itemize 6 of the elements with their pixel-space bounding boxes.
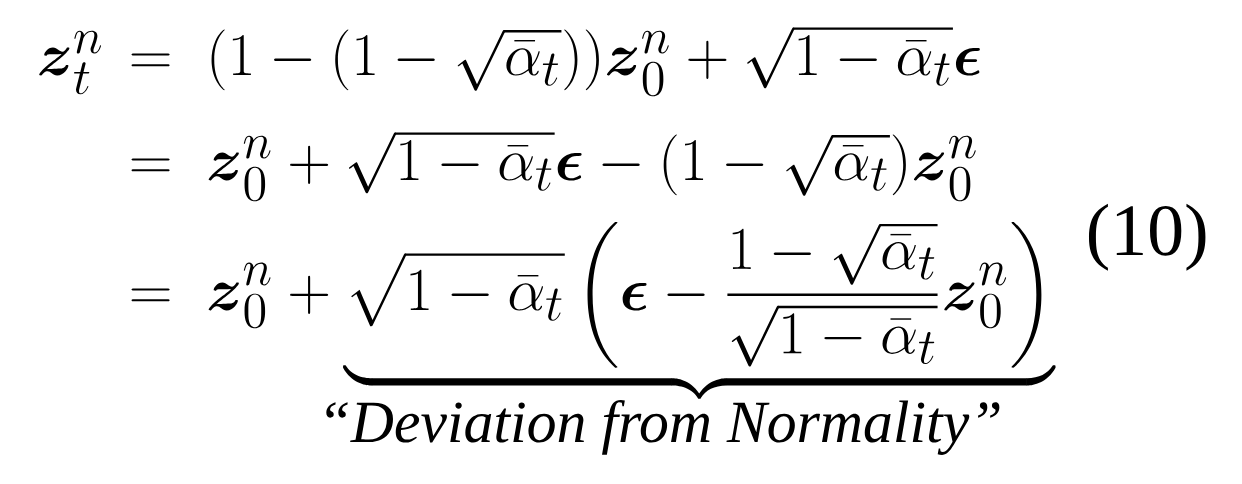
equation-line: $=\;(1-(1-\sqrt{\bar{\alpha}_t}))\boldsymbol{z}_0^n+\sqrt{1-\bar{\alpha}_t}\boldsymbol{\epsilon}$ (131, 27, 980, 97)
equation-line: $=\;\boldsymbol{z}_0^n+\underbrace{\sqrt{1-\bar{\alpha}_t}\left(\boldsymbol{\epsilon}-\frac{1-\sqrt{\bar{\alpha}_t}}{\sqrt{1-\bar{\alpha}_t}}\boldsymbol{z}_0^n\right)}$ (131, 221, 1056, 399)
brace-caption: “Deviation from Normality” (326, 399, 1000, 455)
equation-line: $=\;\boldsymbol{z}_0^n+\sqrt{1-\bar{\alpha}_t}\boldsymbol{\epsilon}-(1-\sqrt{\bar{\alpha}_t})\boldsymbol{z}_0^n$ (131, 132, 976, 202)
equation-number: (10) (1088, 203, 1206, 271)
equation-term: $\boldsymbol{z}_t^n$ (39, 30, 102, 95)
